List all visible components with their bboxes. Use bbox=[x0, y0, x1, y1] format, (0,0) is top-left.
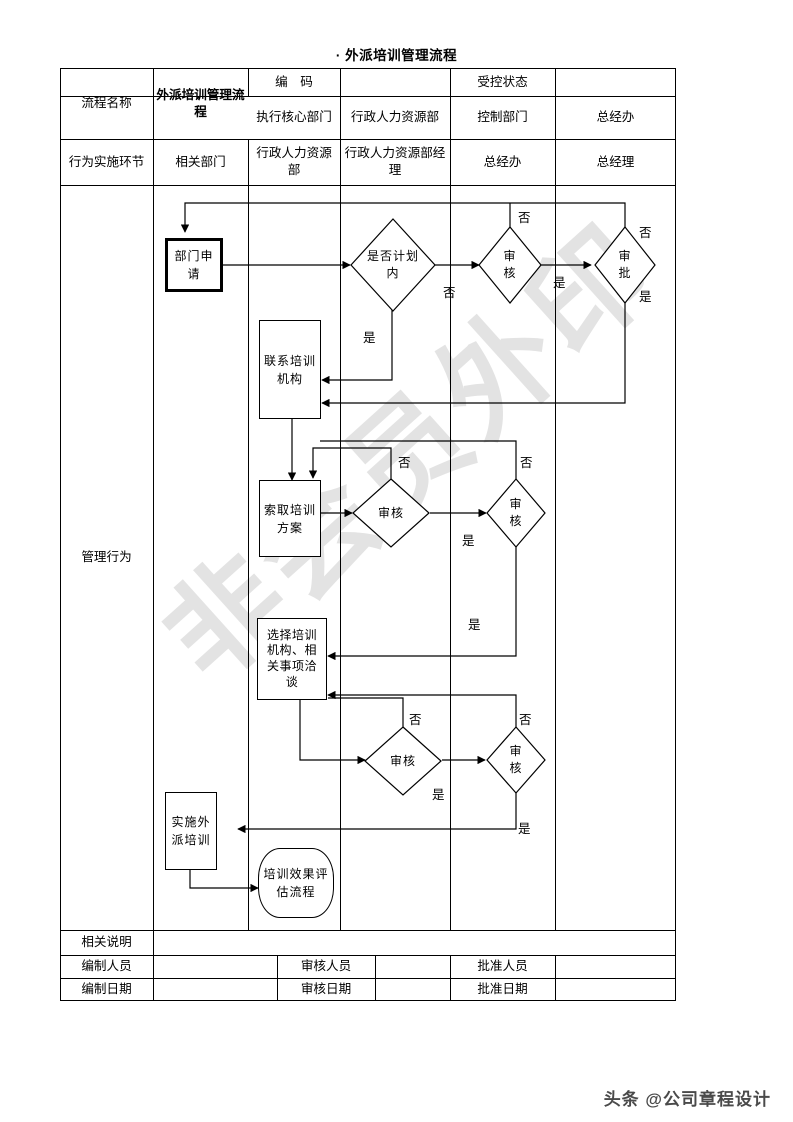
node-decision-review-1[interactable]: 审核 bbox=[478, 226, 542, 304]
page-title: · 外派培训管理流程 bbox=[335, 48, 458, 63]
node-implement-external-training[interactable]: 实施外​派培训 bbox=[165, 792, 217, 870]
cell-exec-core-dept-value: 行政人力资源部 bbox=[350, 110, 440, 124]
node-label: 审核 bbox=[377, 505, 404, 520]
cell-control-dept-value: 总经办 bbox=[596, 110, 635, 124]
rule-v-c3-body bbox=[340, 139, 342, 930]
node-contact-training-institution[interactable]: 联系培​训机构 bbox=[259, 320, 321, 419]
cell-code-value[interactable] bbox=[340, 68, 450, 96]
cell-prepare-date-value[interactable] bbox=[153, 978, 277, 1001]
rule-v-c4-top bbox=[450, 68, 452, 139]
rule-v-f1 bbox=[277, 955, 279, 1001]
rule-v-c1 bbox=[153, 68, 155, 1001]
edge-label-d1-yes: 是 bbox=[363, 331, 376, 345]
node-decision-within-plan[interactable]: 是否计划内 bbox=[350, 218, 436, 312]
node-training-evaluation-process[interactable]: 培训效果​评估流程 bbox=[258, 848, 334, 918]
node-label: 审核 bbox=[509, 497, 523, 528]
cell-approve-date-value[interactable] bbox=[555, 978, 676, 1001]
flowchart-table-frame bbox=[60, 68, 676, 1001]
rule-h-r2 bbox=[60, 139, 676, 141]
node-decision-review-2[interactable]: 审核 bbox=[352, 478, 430, 548]
node-label: 是否计划内 bbox=[366, 249, 419, 280]
rule-v-c2-top bbox=[248, 68, 250, 96]
cell-process-name-value: 外派培训管理流程 bbox=[156, 87, 245, 119]
lane-header-hr-manager: 行政人力资源部经理 bbox=[344, 146, 446, 177]
rule-h-r6 bbox=[60, 978, 676, 980]
cell-control-status-label: 受控状态 bbox=[477, 74, 528, 89]
node-label: 审核 bbox=[509, 744, 523, 775]
edge-label-d7-no: 否 bbox=[519, 713, 532, 727]
edge-label-d2-yes: 是 bbox=[553, 276, 566, 290]
rule-v-c3-top bbox=[340, 68, 342, 139]
edge-label-d7-yes: 是 bbox=[518, 822, 531, 836]
cell-review-date-value[interactable] bbox=[375, 978, 450, 1001]
cell-notes-value[interactable] bbox=[153, 930, 676, 955]
edge-label-d4-no: 否 bbox=[398, 456, 411, 470]
cell-review-date-label: 审核日期 bbox=[300, 982, 352, 996]
cell-reviewer-value[interactable] bbox=[375, 955, 450, 978]
cell-process-name-label: 流程名称 bbox=[81, 96, 132, 110]
rule-h-r5 bbox=[60, 955, 676, 957]
lane-header-gm-office: 总经办 bbox=[483, 154, 522, 169]
node-select-institution-negotiate[interactable]: 选择培训机构、相关事项洽谈 bbox=[257, 618, 327, 700]
edge-label-d1-no: 否 bbox=[443, 286, 456, 300]
cell-control-status-value[interactable] bbox=[555, 68, 676, 96]
node-label: 审批 bbox=[618, 249, 632, 280]
cell-code-label: 编 码 bbox=[275, 74, 313, 89]
node-department-application[interactable]: 部门​申请 bbox=[165, 238, 223, 292]
node-label: 审核 bbox=[389, 753, 416, 768]
cell-approver-label: 批准人员 bbox=[477, 959, 528, 973]
cell-exec-core-dept-label: 执行核心部门 bbox=[256, 110, 332, 124]
edge-label-d6-no: 否 bbox=[409, 713, 422, 727]
node-decision-review-4[interactable]: 审核 bbox=[364, 726, 442, 796]
rule-h-r3 bbox=[60, 185, 676, 187]
cell-prepare-date-label: 编制日期 bbox=[81, 982, 132, 996]
rule-v-f4 bbox=[555, 955, 557, 1001]
rule-v-c2-body bbox=[248, 139, 250, 930]
cell-preparer-value[interactable] bbox=[153, 955, 277, 978]
edge-label-d4-yes: 是 bbox=[462, 534, 475, 548]
lane-header-general-manager: 总经理 bbox=[596, 154, 635, 169]
rule-h-r4 bbox=[60, 930, 676, 932]
cell-preparer-label: 编制人员 bbox=[81, 959, 132, 973]
cell-approve-date-label: 批准日期 bbox=[477, 982, 528, 996]
cell-management-behavior-label: 管理​行为 bbox=[81, 550, 132, 564]
rule-v-f3 bbox=[450, 955, 452, 1001]
rule-h-r1 bbox=[60, 96, 676, 98]
lane-header-related-dept: 相关部门 bbox=[175, 154, 226, 169]
edge-label-d6-yes: 是 bbox=[432, 788, 445, 802]
rule-v-f2 bbox=[375, 955, 377, 1001]
edge-label-d5-no: 否 bbox=[520, 456, 533, 470]
rule-v-c5 bbox=[555, 68, 557, 930]
cell-stage-label: 行为实施环节 bbox=[68, 154, 145, 169]
footer-credit: 头条 @公司章程设计 bbox=[603, 1090, 771, 1109]
cell-reviewer-label: 审核人员 bbox=[300, 959, 352, 973]
rule-v-c4-body bbox=[450, 139, 452, 930]
cell-notes-label: 相关说明 bbox=[81, 935, 132, 949]
cell-approver-value[interactable] bbox=[555, 955, 676, 978]
lane-header-hr-dept: 行政人力资源部 bbox=[256, 146, 332, 177]
node-decision-review-3[interactable]: 审核 bbox=[486, 478, 546, 548]
node-decision-review-5[interactable]: 审核 bbox=[486, 726, 546, 794]
edge-label-d2-no: 否 bbox=[518, 211, 531, 225]
edge-label-d3-yes: 是 bbox=[639, 290, 652, 304]
node-request-training-plan[interactable]: 索取培​训方案 bbox=[259, 480, 321, 557]
cell-control-dept-label: 控制部门 bbox=[477, 110, 528, 124]
edge-label-d5-yes: 是 bbox=[468, 618, 481, 632]
node-label: 审核 bbox=[503, 249, 517, 280]
edge-label-d3-no: 否 bbox=[639, 226, 652, 240]
